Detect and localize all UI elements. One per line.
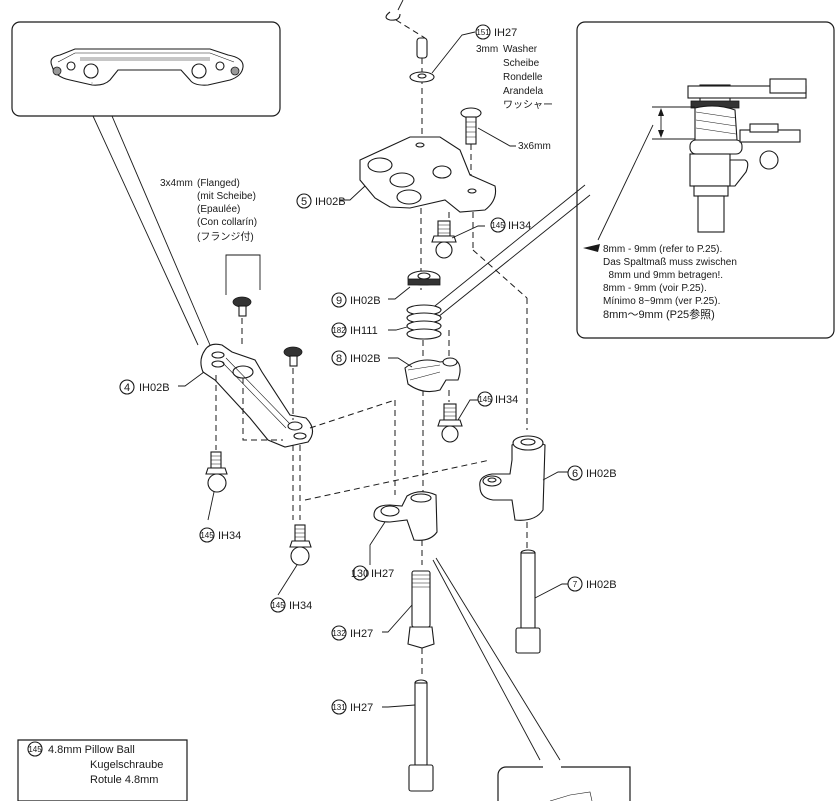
svg-text:IH34: IH34 xyxy=(289,600,312,612)
svg-text:Rotule 4.8mm: Rotule 4.8mm xyxy=(90,774,158,786)
assembled-crank-side-view xyxy=(652,78,807,233)
svg-text:IH02B: IH02B xyxy=(139,382,170,394)
adjuster-nut-9: 9 IH02B xyxy=(331,270,441,308)
svg-text:130: 130 xyxy=(351,568,369,580)
screw-3x6: 3x6mm xyxy=(460,107,551,180)
flanged-screw-a xyxy=(232,296,252,317)
pillow-ball-145-a: 145 IH34 xyxy=(431,217,531,259)
svg-text:IH02B: IH02B xyxy=(350,353,381,365)
detail-box-drag-link xyxy=(11,21,281,346)
collar-8: 8 IH02B xyxy=(331,350,461,393)
arrow-marker-icon xyxy=(583,244,600,252)
svg-text:IH27: IH27 xyxy=(350,628,373,640)
svg-text:8mm～9mm (P25参照): 8mm～9mm (P25参照) xyxy=(603,307,715,321)
drag-link-4: 4 IH02B xyxy=(119,343,314,448)
pin xyxy=(416,37,428,59)
svg-text:(mit Scheibe): (mit Scheibe) xyxy=(197,191,256,202)
flanged-screw-b xyxy=(283,346,303,367)
svg-text:3x4mm: 3x4mm xyxy=(160,178,193,189)
svg-text:145: 145 xyxy=(28,745,42,754)
svg-text:Mínimo 8~9mm (ver P.25).: Mínimo 8~9mm (ver P.25). xyxy=(603,296,720,307)
pillow-ball-145-c: 145 IH34 xyxy=(199,451,241,543)
svg-text:151: 151 xyxy=(476,28,490,37)
svg-text:145: 145 xyxy=(200,531,214,540)
upper-plate-5: 5 IH02B xyxy=(296,136,497,213)
pillow-ball-145-d: 145 IH34 xyxy=(270,524,312,613)
svg-text:9: 9 xyxy=(336,295,342,307)
svg-text:IH34: IH34 xyxy=(508,220,531,232)
svg-text:7: 7 xyxy=(573,580,578,589)
svg-text:8mm - 9mm (refer to P.25).: 8mm - 9mm (refer to P.25). xyxy=(603,244,722,255)
pillow-ball-145-b: 145 IH34 xyxy=(437,391,518,443)
svg-text:IH02B: IH02B xyxy=(350,295,381,307)
svg-text:(Epaulée): (Epaulée) xyxy=(197,204,240,215)
svg-text:6: 6 xyxy=(572,468,578,480)
screws-3x4-flanged: 3x4mm (Flanged) (mit Scheibe) (Epaulée) … xyxy=(160,178,303,420)
post-132: 132 IH27 xyxy=(331,570,435,649)
svg-text:(フランジ付): (フランジ付) xyxy=(197,230,254,243)
svg-text:8mm - 9mm (voir P.25).: 8mm - 9mm (voir P.25). xyxy=(603,283,707,294)
svg-text:IH02B: IH02B xyxy=(586,579,617,591)
svg-text:145: 145 xyxy=(271,601,285,610)
svg-text:3x6mm: 3x6mm xyxy=(518,141,551,152)
svg-text:Arandela: Arandela xyxy=(503,86,543,97)
washer-151: 151 IH27 3mm Washer Scheibe Rondelle Ara… xyxy=(409,24,553,111)
svg-text:8mm und 9mm betragen!.: 8mm und 9mm betragen!. xyxy=(603,270,723,281)
svg-text:182: 182 xyxy=(332,326,346,335)
svg-text:IH27: IH27 xyxy=(494,27,517,39)
post-130: 7 IH02B xyxy=(515,549,617,654)
drag-link-top-view xyxy=(50,48,244,86)
svg-text:145: 145 xyxy=(491,221,505,230)
svg-text:IH27: IH27 xyxy=(371,568,394,580)
svg-text:145: 145 xyxy=(478,395,492,404)
svg-text:131: 131 xyxy=(332,703,346,712)
svg-text:Das Spaltmaß muss zwischen: Das Spaltmaß muss zwischen xyxy=(603,257,737,268)
svg-text:ワッシャー: ワッシャー xyxy=(503,100,553,111)
svg-text:IH111: IH111 xyxy=(350,325,378,337)
legend-pillow-ball: 145 4.8mm Pillow Ball Kugelschraube Rotu… xyxy=(17,739,188,801)
svg-text:8: 8 xyxy=(336,353,342,365)
svg-text:4: 4 xyxy=(124,382,130,394)
svg-text:IH34: IH34 xyxy=(218,530,241,542)
svg-text:IH02B: IH02B xyxy=(586,468,617,480)
detail-box-bottom xyxy=(497,766,631,801)
svg-text:Washer: Washer xyxy=(503,44,538,55)
svg-text:4.8mm Pillow Ball: 4.8mm Pillow Ball xyxy=(48,744,135,756)
shaft-131: 131 IH27 xyxy=(331,679,434,792)
svg-text:IH27: IH27 xyxy=(350,702,373,714)
svg-text:IH34: IH34 xyxy=(495,394,518,406)
crank-7: 130 IH27 xyxy=(351,491,438,581)
svg-text:3mm: 3mm xyxy=(476,44,498,55)
svg-text:Rondelle: Rondelle xyxy=(503,72,543,83)
svg-text:(Con collarín): (Con collarín) xyxy=(197,217,257,228)
svg-text:5: 5 xyxy=(301,196,307,208)
svg-text:(Flanged): (Flanged) xyxy=(197,178,240,189)
spring-182: 182 IH111 xyxy=(331,304,442,340)
svg-text:Kugelschraube: Kugelschraube xyxy=(90,759,163,771)
svg-text:IH02B: IH02B xyxy=(315,196,346,208)
svg-text:Scheibe: Scheibe xyxy=(503,58,540,69)
svg-text:132: 132 xyxy=(332,629,346,638)
detail-box-spring-gap: 8mm - 9mm (refer to P.25). Das Spaltmaß … xyxy=(419,21,835,339)
e-clip xyxy=(385,0,404,21)
crank-6: 6 IH02B xyxy=(479,435,617,521)
